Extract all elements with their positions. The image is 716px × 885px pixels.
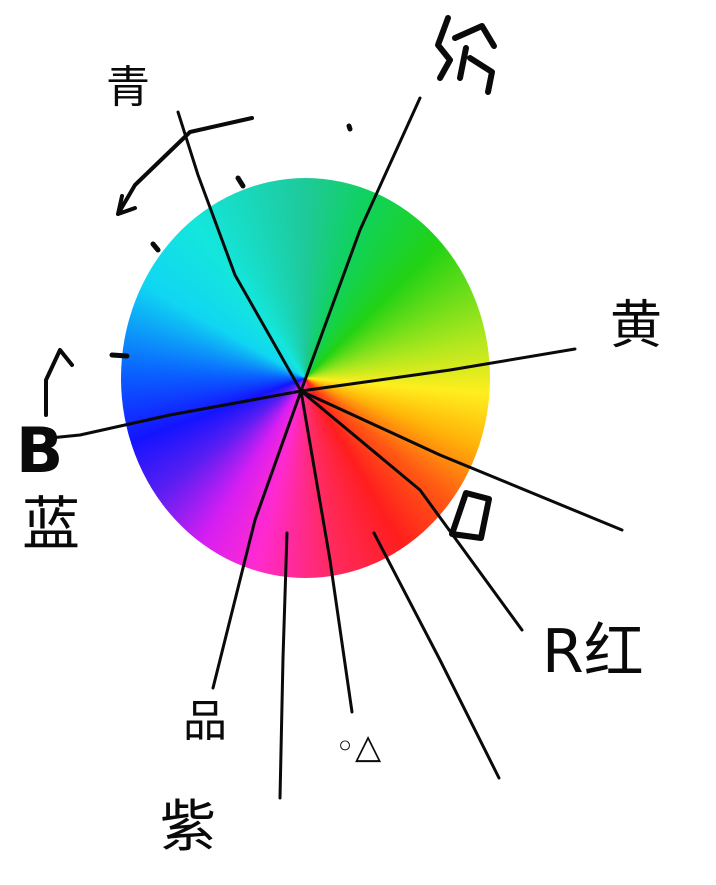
line-green bbox=[299, 96, 422, 393]
line-yellow bbox=[299, 347, 577, 393]
label-blue: 蓝 bbox=[22, 490, 81, 558]
line-blue bbox=[48, 389, 303, 440]
label-blue-letter: B bbox=[16, 414, 64, 487]
square-mark bbox=[449, 490, 492, 541]
tick-mark-3 bbox=[109, 352, 130, 359]
line-violet bbox=[278, 531, 289, 800]
label-circle-triangle: ◦△ bbox=[335, 727, 382, 767]
label-magenta-2: 紫 bbox=[160, 795, 216, 860]
line-pink bbox=[299, 389, 354, 714]
line-cyan bbox=[176, 110, 303, 393]
label-magenta-1: 品 bbox=[183, 696, 227, 747]
line-orange bbox=[299, 389, 624, 532]
up-arrow bbox=[44, 348, 74, 417]
line-magenta bbox=[211, 389, 303, 690]
label-red: R红 bbox=[542, 617, 644, 687]
rotate-arrow bbox=[116, 116, 254, 216]
label-green: 绿 bbox=[432, 24, 488, 80]
tick-mark-1 bbox=[235, 175, 246, 189]
label-cyan: 青 bbox=[106, 62, 150, 113]
green-glyph bbox=[435, 15, 497, 95]
tick-mark-2 bbox=[150, 241, 161, 253]
label-yellow: 黄 bbox=[610, 296, 663, 356]
line-red bbox=[299, 389, 524, 632]
line-rose bbox=[372, 531, 501, 780]
dot-mark bbox=[346, 123, 353, 132]
